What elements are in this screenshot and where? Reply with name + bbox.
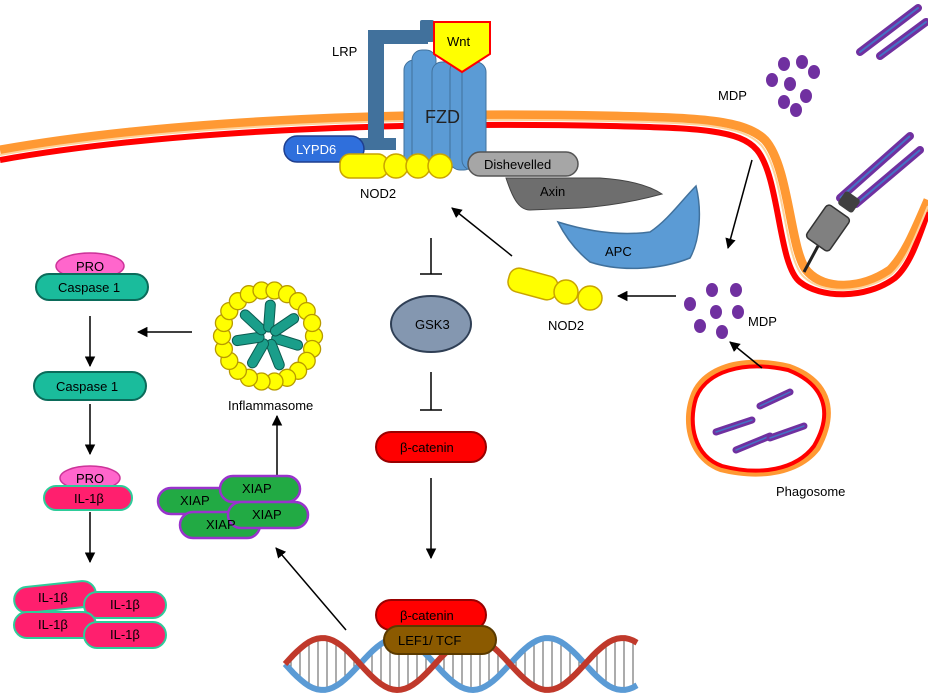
pro-il-label: PRO	[76, 471, 104, 486]
xiap-cluster	[156, 474, 310, 540]
il1b-pro-label: IL-1β	[74, 491, 104, 506]
nod2-membrane	[339, 153, 453, 179]
inflammasome-complex	[212, 281, 324, 391]
axin-label: Axin	[540, 184, 565, 199]
mdp-top-cluster	[766, 55, 820, 117]
lrp-receptor	[354, 20, 434, 150]
il1b-cluster	[13, 580, 167, 649]
xiap-label-3: XIAP	[206, 517, 236, 532]
dishevelled-label: Dishevelled	[484, 157, 551, 172]
bacteria-top	[856, 4, 928, 60]
xiap-label-2: XIAP	[242, 481, 272, 496]
nod2-cytosolic	[507, 267, 603, 311]
apc-protein	[556, 184, 701, 270]
mdp-top-label: MDP	[718, 88, 747, 103]
inflammasome-bead	[302, 313, 322, 333]
beta-catenin-label: β-catenin	[400, 440, 454, 455]
phagosome	[685, 359, 831, 477]
inflammasome-spoke	[231, 331, 265, 347]
caspase1-pro-label: Caspase 1	[58, 280, 120, 295]
axin-protein	[505, 177, 664, 211]
lrp-label: LRP	[332, 44, 357, 59]
inflammasome-spoke	[247, 338, 269, 369]
pro-top-label: PRO	[76, 259, 104, 274]
caspase1	[33, 371, 147, 401]
caspase1-label: Caspase 1	[56, 379, 118, 394]
wnt-label: Wnt	[447, 34, 471, 49]
secretion-system	[802, 132, 924, 273]
inflammasome-spoke	[263, 299, 276, 333]
arrow-phagosome-to-mdp	[729, 341, 763, 369]
arrows	[84, 159, 763, 631]
nod2-top-label: NOD2	[360, 186, 396, 201]
inflammasome-spoke	[269, 313, 300, 337]
il1b-label-3: IL-1β	[38, 617, 68, 632]
gsk3-protein	[390, 295, 472, 353]
mdp-mid-cluster	[684, 283, 744, 339]
inflammasome-spoke	[239, 309, 267, 336]
inflammasome-spoke	[271, 333, 304, 351]
arrow-mdp-down	[725, 159, 753, 250]
gsk3-label: GSK3	[415, 317, 450, 332]
lypd6-label: LYPD6	[296, 142, 336, 157]
il1b-label-2: IL-1β	[110, 597, 140, 612]
lef1-tcf-complex	[383, 625, 497, 655]
mdp-mid-label: MDP	[748, 314, 777, 329]
fzd-label: FZD	[425, 107, 460, 127]
wnt-ligand	[433, 21, 491, 74]
pro-il1b	[43, 465, 133, 511]
inflammasome-label: Inflammasome	[228, 398, 313, 413]
il1b-label-1: IL-1β	[38, 590, 68, 605]
il1b-label-4: IL-1β	[110, 627, 140, 642]
dishevelled-protein	[467, 151, 579, 177]
cell-membrane	[0, 110, 928, 298]
lef1-tcf-label: LEF1/ TCF	[398, 633, 461, 648]
xiap-label-4: XIAP	[252, 507, 282, 522]
beta-catenin-cytosolic	[375, 431, 487, 463]
pro-caspase1	[35, 252, 149, 301]
beta-catenin-dna-label: β-catenin	[400, 608, 454, 623]
xiap-label-1: XIAP	[180, 493, 210, 508]
inhibition-to-beta-catenin	[420, 372, 442, 411]
inhibition-to-gsk3	[420, 238, 442, 275]
arrow-dna-to-xiap	[275, 547, 347, 631]
arrow-nod2-to-membrane	[451, 207, 513, 257]
dna-strand	[282, 634, 639, 694]
apc-label: APC	[605, 244, 632, 259]
nod2-mid-label: NOD2	[548, 318, 584, 333]
phagosome-label: Phagosome	[776, 484, 845, 499]
inflammasome-spoke	[265, 338, 285, 371]
